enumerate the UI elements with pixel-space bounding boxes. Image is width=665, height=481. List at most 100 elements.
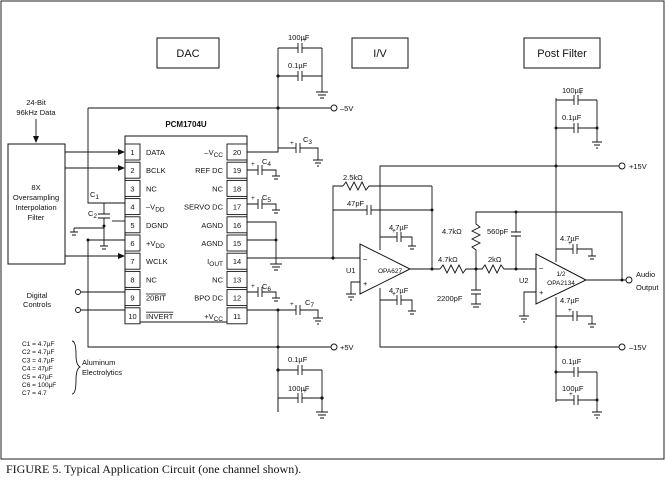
r47k-feedback-label: 4.7kΩ bbox=[442, 227, 462, 236]
chip-pin-number: 10 bbox=[128, 312, 136, 321]
chip-pin-number: 19 bbox=[233, 166, 241, 175]
svg-text:Oversampling: Oversampling bbox=[13, 193, 59, 202]
chip-pin-number: 6 bbox=[130, 239, 134, 248]
svg-text:8X: 8X bbox=[31, 183, 40, 192]
chip-pin-20: 20 –VCC bbox=[204, 143, 248, 161]
svg-text:+: + bbox=[392, 291, 396, 298]
c1-label: C1 bbox=[90, 190, 99, 201]
c4-label: C4 bbox=[262, 157, 271, 168]
svg-text:0.1µF: 0.1µF bbox=[562, 357, 582, 366]
chip-pin-label: +VCC bbox=[204, 312, 223, 323]
c3-label: C3 bbox=[303, 135, 312, 146]
iv-stage: 2.5kΩ 47pF – + OPA627 U1 4.7µF + 4.7µF + bbox=[247, 165, 548, 348]
opamp-u2 bbox=[535, 253, 588, 305]
section-iv: I/V bbox=[351, 37, 409, 69]
c2200p-label: 2200pF bbox=[437, 294, 463, 303]
c6-label: C6 bbox=[262, 282, 271, 293]
u2-part-2: OPA2134 bbox=[547, 280, 575, 287]
chip-pin-label: INVERT bbox=[146, 312, 174, 321]
chip-pin-number: 12 bbox=[233, 294, 241, 303]
figure-caption: FIGURE 5. Typical Application Circuit (o… bbox=[6, 462, 302, 476]
chip-pin-number: 16 bbox=[233, 221, 241, 230]
svg-text:Interpolation: Interpolation bbox=[15, 203, 56, 212]
chip-pin-number: 3 bbox=[130, 184, 134, 193]
svg-text:Controls: Controls bbox=[23, 300, 51, 309]
chip-pin-number: 11 bbox=[233, 312, 241, 321]
c2-label: C2 bbox=[88, 209, 97, 220]
chip-pin-label: IOUT bbox=[207, 257, 223, 268]
svg-text:+: + bbox=[303, 388, 307, 395]
capacitor-list-item: C3 = 4.7µF bbox=[22, 357, 54, 364]
r-feedback-label: 2.5kΩ bbox=[343, 173, 363, 182]
chip-pin-number: 20 bbox=[233, 148, 241, 157]
chip-pin-label: AGND bbox=[201, 221, 223, 230]
svg-text:4.7µF: 4.7µF bbox=[389, 223, 409, 232]
svg-text:Aluminum: Aluminum bbox=[82, 358, 115, 367]
terminal-pos5v bbox=[330, 343, 338, 351]
chip-pin-number: 8 bbox=[130, 275, 134, 284]
svg-text:Digital: Digital bbox=[27, 291, 48, 300]
chip-name: PCM1704U bbox=[165, 120, 207, 129]
c560p-label: 560pF bbox=[487, 227, 509, 236]
u2-ref: U2 bbox=[519, 276, 529, 285]
terminal-invert bbox=[75, 307, 81, 313]
chip-pin-label: SERVO DC bbox=[184, 203, 224, 212]
rail-neg5v: –5V bbox=[87, 104, 353, 204]
post-filter-stage: 4.7kΩ 4.7kΩ 2200pF 2kΩ 560pF – + 1/2 OPA… bbox=[437, 166, 659, 347]
chip-pin-label: REF DC bbox=[195, 166, 224, 175]
terminal-audio-output bbox=[625, 276, 633, 284]
rail-neg15v: –15V 0.1µF 100µF + bbox=[548, 343, 647, 419]
chip-pin-label: NC bbox=[146, 184, 157, 193]
top-decoupling-caps: 100µF 0.1µF + bbox=[276, 33, 328, 108]
svg-text:Filter: Filter bbox=[28, 213, 45, 222]
chip-pin-label: NC bbox=[212, 275, 223, 284]
capacitor-note: Aluminum Electrolytics bbox=[71, 340, 122, 395]
terminal-neg15v bbox=[618, 343, 626, 351]
rail-pos15v-label: +15V bbox=[629, 162, 647, 171]
output-line2: Output bbox=[636, 283, 659, 292]
r47k-series-label: 4.7kΩ bbox=[438, 255, 458, 264]
terminal-20bit bbox=[75, 289, 81, 295]
section-dac: DAC bbox=[156, 37, 220, 69]
svg-text:4.7µF: 4.7µF bbox=[389, 286, 409, 295]
capacitor-list-item: C6 = 100µF bbox=[22, 382, 56, 389]
svg-text:+: + bbox=[290, 140, 294, 147]
c5-label: C5 bbox=[262, 193, 271, 204]
svg-text:–: – bbox=[539, 263, 544, 272]
svg-text:100µF: 100µF bbox=[288, 384, 310, 393]
svg-text:100µF: 100µF bbox=[562, 384, 584, 393]
c47p-label: 47pF bbox=[347, 199, 365, 208]
section-post-filter-label: Post Filter bbox=[537, 48, 587, 60]
input-data: 24-Bit 96kHz Data bbox=[16, 98, 56, 143]
u1-ref: U1 bbox=[346, 266, 356, 275]
chip-pin-number: 2 bbox=[130, 166, 134, 175]
svg-text:+: + bbox=[569, 391, 573, 398]
svg-text:+: + bbox=[290, 301, 294, 308]
rail-pos5v: +5V bbox=[86, 238, 354, 412]
chip-pin-label: –VCC bbox=[204, 148, 223, 159]
bottom-decoupling-caps: 0.1µF 100µF + bbox=[276, 355, 328, 419]
chip-pin-number: 14 bbox=[233, 257, 241, 266]
u2-part-1: 1/2 bbox=[556, 271, 565, 278]
rail-neg15v-label: –15V bbox=[629, 343, 647, 352]
chip-pin-12: 12 BPO DC bbox=[194, 289, 248, 307]
chip-pin-number: 7 bbox=[130, 257, 134, 266]
digital-bus bbox=[65, 149, 125, 259]
chip-pin-10: 10 INVERT bbox=[124, 307, 174, 325]
chip-pin-label: BPO DC bbox=[194, 294, 223, 303]
chip-pin-number: 18 bbox=[233, 184, 241, 193]
capacitor-list-item: C4 = 47µF bbox=[22, 366, 53, 373]
chip-pin-label: DATA bbox=[146, 148, 165, 157]
svg-text:+: + bbox=[568, 240, 572, 247]
top-cap-01uf-label: 0.1µF bbox=[288, 61, 308, 70]
input-line1: 24-Bit bbox=[26, 98, 47, 107]
